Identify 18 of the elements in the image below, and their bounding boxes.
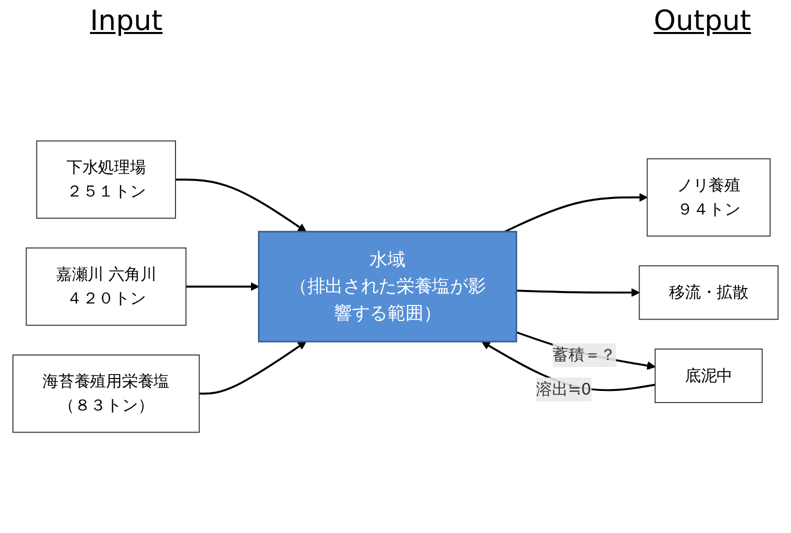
node-box: 移流・拡散 bbox=[638, 265, 779, 320]
arrow bbox=[481, 341, 656, 392]
node-box: 嘉瀬川 六角川 ４２０トン bbox=[26, 247, 186, 326]
node-box: 海苔養殖用栄養塩 （８３トン） bbox=[12, 354, 200, 433]
arrow bbox=[504, 192, 648, 232]
arrow bbox=[199, 341, 306, 395]
arrow bbox=[186, 282, 260, 291]
edge-label: 溶出≒0 bbox=[536, 379, 592, 398]
node-box: ノリ養殖 ９４トン bbox=[646, 158, 771, 236]
arrow bbox=[175, 178, 306, 232]
arrow bbox=[516, 331, 656, 370]
node-box: 水域 （排出された栄養塩が影響する範囲） bbox=[258, 230, 518, 342]
node-box: 底泥中 bbox=[654, 348, 763, 403]
edge-label: 蓄積＝？ bbox=[552, 345, 616, 364]
column-heading: Input bbox=[90, 4, 163, 39]
column-heading: Output bbox=[654, 4, 751, 39]
node-box: 下水処理場 ２５１トン bbox=[36, 140, 176, 219]
arrow bbox=[516, 288, 640, 297]
